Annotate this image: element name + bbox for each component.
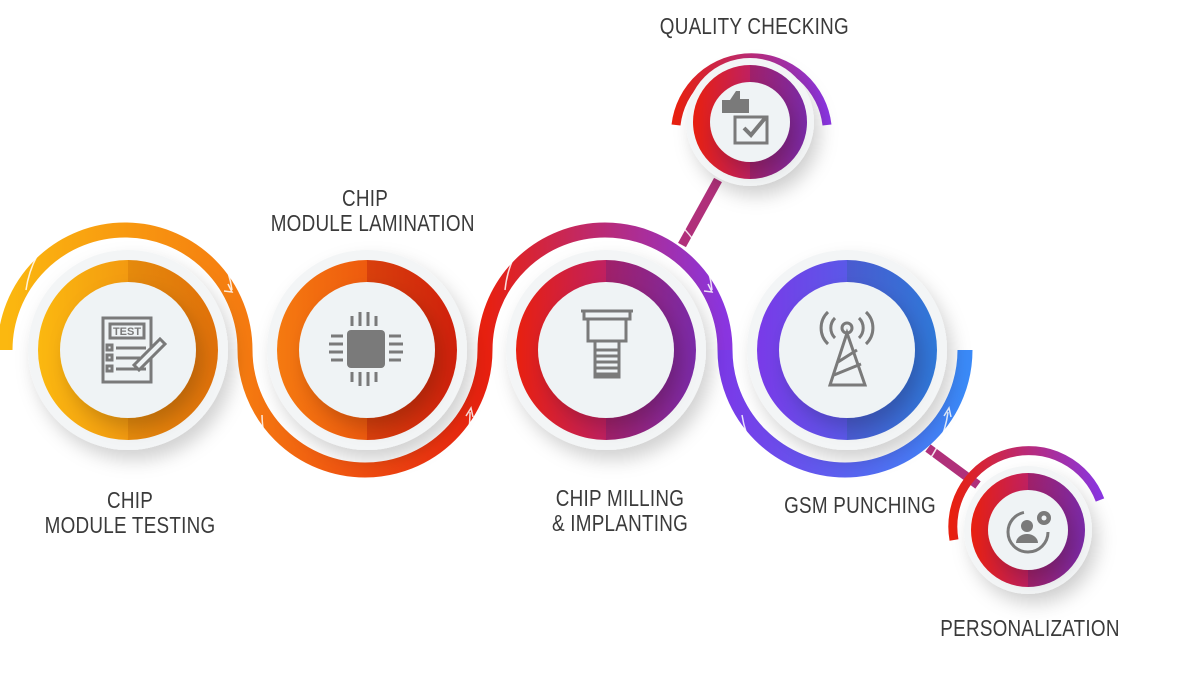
label-line: QUALITY CHECKING	[659, 13, 849, 39]
user-gear-icon	[1006, 510, 1051, 554]
label-line: & IMPLANTING	[551, 510, 689, 536]
thumbs-up-checkbox-icon	[722, 91, 769, 145]
label-line: MODULE LAMINATION	[270, 210, 475, 236]
label-quality-checking: QUALITY CHECKING	[659, 13, 849, 39]
test-sheet-icon: TEST	[101, 316, 168, 384]
flow-arrows	[25, 195, 952, 519]
connector-quality	[678, 177, 722, 248]
label-line: CHIP	[106, 487, 154, 513]
label-chip-module-testing: CHIP MODULE TESTING	[40, 488, 220, 538]
label-chip-module-lamination: CHIP MODULE LAMINATION	[270, 185, 475, 236]
screw-implant-icon	[581, 309, 633, 379]
label-line: CHIP MILLING	[555, 485, 685, 511]
svg-text:TEST: TEST	[113, 326, 141, 338]
label-line: GSM PUNCHING	[784, 492, 936, 518]
label-chip-milling-implanting: CHIP MILLING & IMPLANTING	[530, 486, 710, 536]
flow-path	[0, 222, 973, 478]
antenna-tower-icon	[819, 310, 875, 387]
label-personalization: PERSONALIZATION	[940, 616, 1120, 641]
label-line: CHIP	[341, 185, 389, 211]
label-line: PERSONALIZATION	[940, 615, 1120, 641]
label-line: MODULE TESTING	[44, 512, 216, 538]
label-gsm-punching: GSM PUNCHING	[770, 493, 950, 518]
microchip-icon	[329, 312, 403, 386]
